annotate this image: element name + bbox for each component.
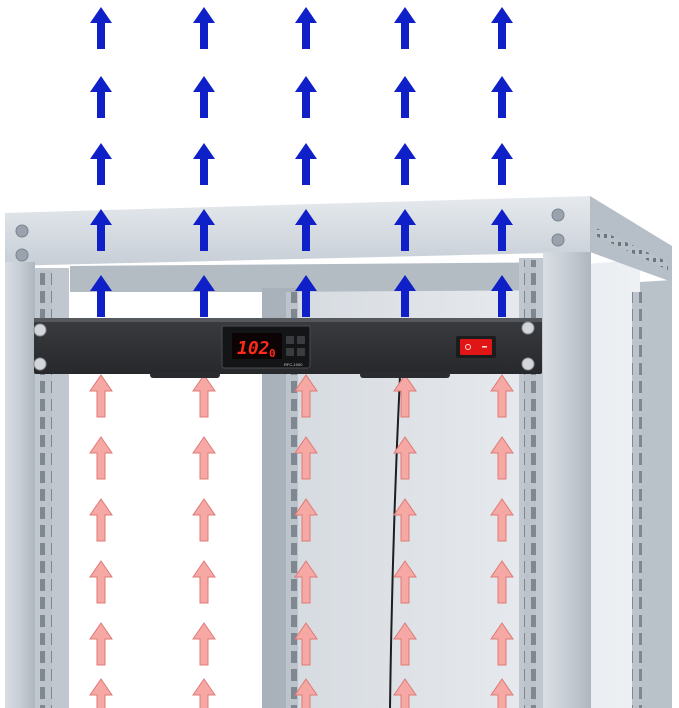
arrow-up-outline-icon [89, 436, 113, 480]
controller-set-button[interactable] [286, 336, 294, 344]
arrow-up-icon [491, 7, 513, 49]
arrow-up-outline-icon [192, 678, 216, 708]
arrow-up-icon [394, 7, 416, 49]
arrow-up-outline-icon [490, 498, 514, 542]
bolt-icon [551, 233, 565, 247]
controller-up-button[interactable] [297, 336, 305, 344]
arrow-up-icon [90, 76, 112, 118]
arrow-up-icon [193, 209, 215, 251]
rack-top-front [5, 196, 590, 266]
power-on-icon [465, 344, 471, 350]
rack-back-rail [286, 292, 298, 708]
controller-mode-button[interactable] [297, 348, 305, 356]
panel-screw-icon[interactable] [521, 357, 535, 371]
arrow-up-icon [193, 76, 215, 118]
arrow-up-icon [193, 7, 215, 49]
arrow-up-icon [394, 143, 416, 185]
arrow-up-outline-icon [294, 436, 318, 480]
power-cable [389, 375, 401, 708]
panel-screw-icon[interactable] [33, 357, 47, 371]
arrow-up-icon [90, 209, 112, 251]
controller-model-label: RFC-1000 [284, 362, 303, 367]
temperature-controller[interactable]: 102 0 RFC-1000 [221, 325, 311, 369]
arrow-up-outline-icon [192, 436, 216, 480]
arrow-up-icon [491, 76, 513, 118]
arrow-up-outline-icon [192, 622, 216, 666]
arrow-up-icon [193, 275, 215, 317]
bolt-icon [15, 224, 29, 238]
arrow-up-icon [394, 209, 416, 251]
arrow-up-outline-icon [192, 560, 216, 604]
arrow-up-outline-icon [89, 678, 113, 708]
arrow-up-icon [295, 7, 317, 49]
exhaust-airflow [90, 7, 513, 317]
panel-screw-icon[interactable] [33, 323, 47, 337]
fan-housing [150, 372, 220, 378]
arrow-up-outline-icon [89, 498, 113, 542]
rack-top-vents [596, 228, 668, 270]
fan-panel: 102 0 RFC-1000 [33, 318, 542, 378]
controller-readout: 102 [237, 338, 270, 359]
power-off-icon [482, 346, 487, 348]
arrow-up-outline-icon [490, 436, 514, 480]
rack-front-left-post [5, 262, 35, 708]
rack-front-right-post [543, 252, 591, 708]
arrow-up-icon [491, 209, 513, 251]
arrow-up-icon [491, 275, 513, 317]
arrow-up-outline-icon [192, 374, 216, 418]
controller-readout-decimal: 0 [269, 347, 276, 360]
arrow-up-outline-icon [294, 560, 318, 604]
intake-airflow [89, 374, 514, 708]
arrow-up-icon [295, 275, 317, 317]
panel-screw-icon[interactable] [521, 321, 535, 335]
bolt-icon [551, 208, 565, 222]
fan-housing [360, 372, 450, 378]
arrow-up-outline-icon [490, 374, 514, 418]
arrow-up-icon [394, 76, 416, 118]
arrow-up-icon [394, 275, 416, 317]
arrow-up-outline-icon [294, 374, 318, 418]
power-switch[interactable] [456, 336, 496, 358]
arrow-up-outline-icon [89, 374, 113, 418]
rack-rear-right-rail-holes [632, 292, 642, 708]
arrow-up-outline-icon [294, 498, 318, 542]
arrow-up-icon [491, 143, 513, 185]
arrow-up-icon [90, 275, 112, 317]
fan-panel-edge [34, 318, 542, 322]
power-switch-rocker[interactable] [460, 339, 492, 355]
arrow-up-outline-icon [393, 622, 417, 666]
arrow-up-outline-icon [490, 622, 514, 666]
arrow-up-outline-icon [294, 678, 318, 708]
arrow-up-outline-icon [89, 560, 113, 604]
controller-display [232, 333, 282, 359]
arrow-up-outline-icon [393, 374, 417, 418]
arrow-up-icon [193, 143, 215, 185]
arrow-up-outline-icon [393, 560, 417, 604]
arrow-up-outline-icon [192, 498, 216, 542]
arrow-up-outline-icon [393, 678, 417, 708]
arrow-up-icon [295, 209, 317, 251]
arrow-up-icon [295, 76, 317, 118]
rack-rear-right-post [640, 280, 672, 708]
arrow-up-outline-icon [393, 436, 417, 480]
arrow-up-outline-icon [89, 622, 113, 666]
arrow-up-icon [90, 143, 112, 185]
arrow-up-icon [90, 7, 112, 49]
arrow-up-icon [295, 143, 317, 185]
arrow-up-outline-icon [393, 498, 417, 542]
rack-top-underside [70, 262, 590, 292]
controller-down-button[interactable] [286, 348, 294, 356]
arrow-up-outline-icon [490, 678, 514, 708]
arrow-up-outline-icon [490, 560, 514, 604]
arrow-up-outline-icon [294, 622, 318, 666]
rack-front-left-rail-holes [40, 270, 52, 708]
bolt-icon [15, 248, 29, 262]
